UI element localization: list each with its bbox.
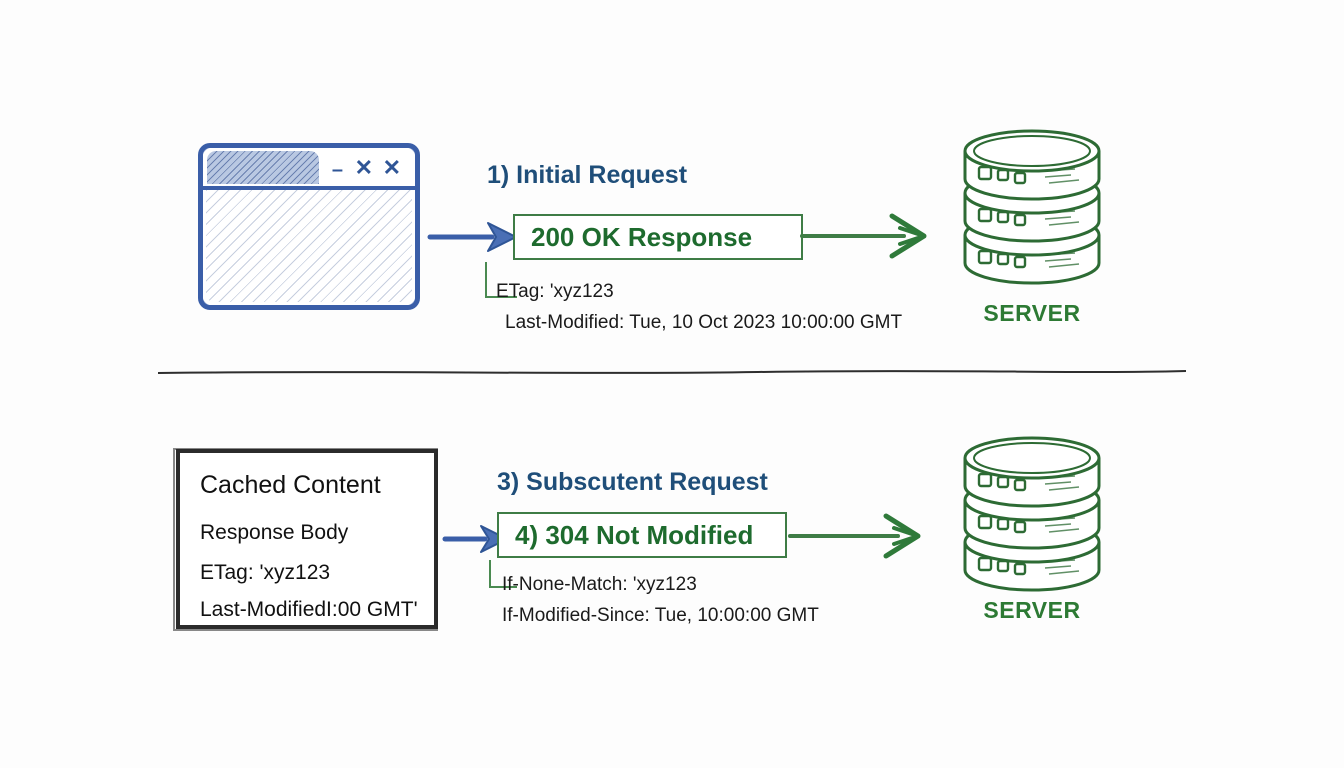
browser-content-area: [206, 190, 412, 302]
status-box-label: 4) 304 Not Modified: [515, 519, 754, 550]
close-icon: ✕: [354, 155, 373, 180]
green-response-arrow: [788, 513, 921, 559]
detail-if-modified-since: If-Modified-Since: Tue, 10:00:00 GMT: [502, 605, 819, 626]
browser-tab: [207, 151, 319, 184]
server-stack-icon: [953, 123, 1111, 288]
detail-bracket: [489, 560, 517, 588]
detail-if-none-match: If-None-Match: 'xyz123: [502, 574, 697, 595]
detail-etag: ETag: 'xyz123: [496, 281, 614, 302]
status-box-304-not-modified: 4) 304 Not Modified: [497, 512, 787, 558]
blue-request-arrow: [427, 222, 517, 252]
cached-line-etag: ETag: 'xyz123: [200, 561, 331, 584]
server-label: SERVER: [983, 597, 1081, 623]
browser-frame: – ✕ ✕: [198, 143, 420, 310]
close-icon-secondary: ✕: [382, 155, 401, 180]
status-box-label: 200 OK Response: [531, 221, 753, 252]
detail-bracket: [485, 262, 517, 298]
section-heading-subsequent-request: 3) Subscutent Request: [497, 468, 768, 496]
detail-last-modified: Last-Modified: Tue, 10 Oct 2023 10:00:00…: [505, 312, 903, 333]
server-label: SERVER: [983, 300, 1081, 326]
cached-line-response-body: Response Body: [200, 521, 349, 544]
minimize-icon: –: [331, 159, 343, 181]
server-stack-icon: [953, 430, 1111, 595]
green-response-arrow: [800, 213, 927, 259]
section-heading-initial-request: 1) Initial Request: [487, 161, 688, 189]
section-divider: [158, 370, 1186, 374]
cached-line-last-modified: Last-ModifiedI:00 GMT': [200, 598, 418, 621]
browser-window-icon: – ✕ ✕: [198, 143, 420, 310]
status-box-200-ok: 200 OK Response: [513, 214, 803, 260]
cached-content-title: Cached Content: [200, 471, 381, 499]
cached-content-box: Cached Content Response Body ETag: 'xyz1…: [173, 448, 438, 631]
browser-titlebar: – ✕ ✕: [203, 148, 415, 190]
